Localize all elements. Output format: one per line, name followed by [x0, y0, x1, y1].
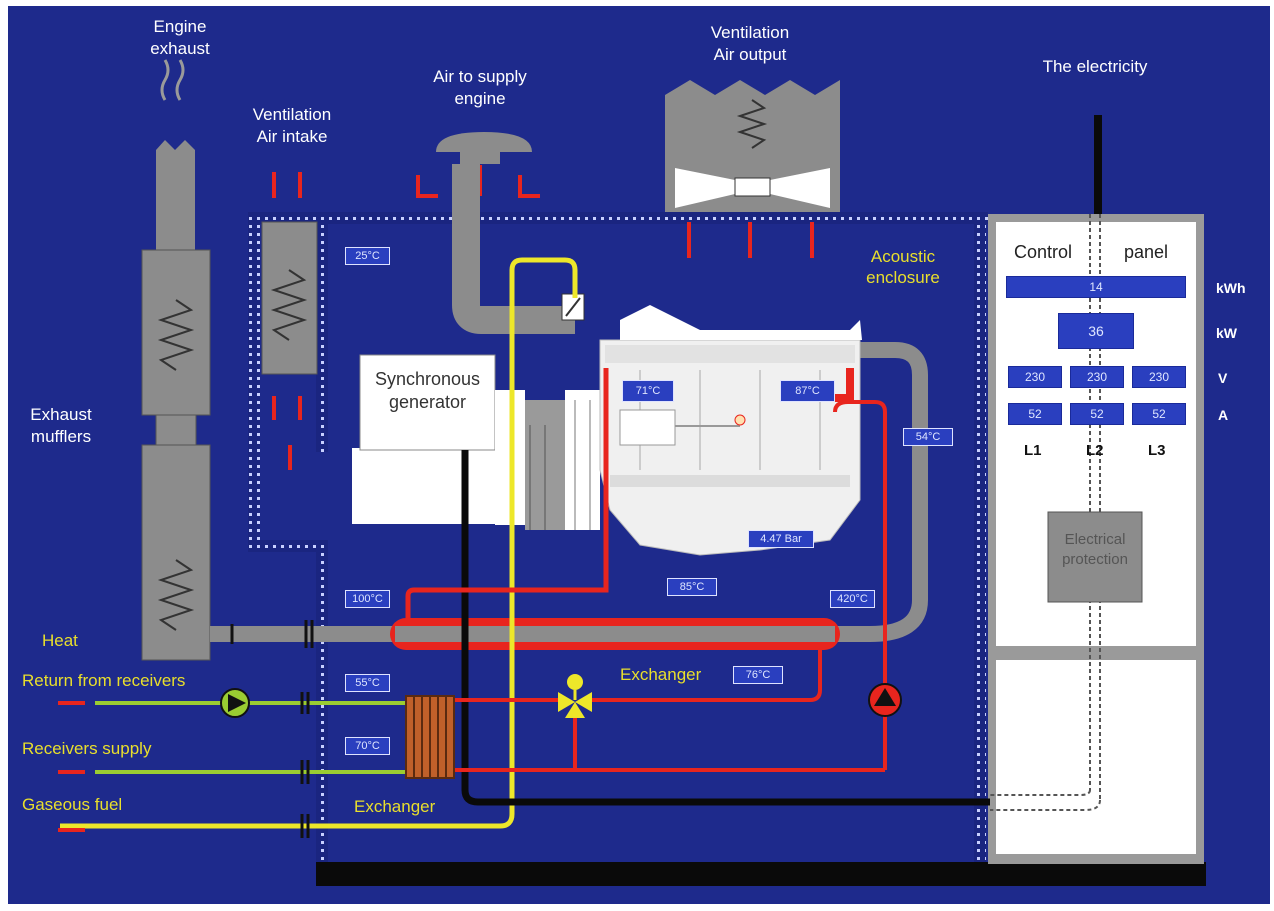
voltage-l2-readout: 230 [1070, 366, 1124, 388]
generator-cable [461, 450, 990, 806]
plate-exchanger [405, 695, 455, 779]
synchronous-generator-label: Synchronous generator [374, 369, 481, 412]
gaseous-fuel-label: Gaseous fuel [22, 795, 123, 814]
electrical-protection-label: Electrical protection [1062, 531, 1128, 568]
synchronous-generator [352, 354, 600, 530]
unit-kw-label: kW [1216, 325, 1237, 341]
engine-air-inlet [416, 132, 585, 334]
unit-kwh-label: kWh [1216, 280, 1246, 296]
main-exchanger [390, 618, 840, 650]
fuel-line [60, 257, 578, 838]
engine-temperature-right-readout: 87°C [780, 380, 835, 402]
electric-cable [990, 115, 1102, 811]
kw-readout: 36 [1058, 313, 1134, 349]
engine-exhaust-label: Engine exhaust [150, 17, 210, 59]
phase-l1-label: L1 [1024, 442, 1042, 459]
exchanger-main-label: Exchanger [620, 665, 702, 684]
right-wall-temperature-readout: 54°C [903, 428, 953, 446]
inside-temperature-readout: 25°C [345, 247, 390, 265]
return-temperature-readout: 55°C [345, 674, 390, 692]
receiver-water-circuit [58, 688, 408, 832]
control-panel-label-left: Control [1014, 242, 1073, 262]
supply-temperature-readout: 70°C [345, 737, 390, 755]
air-intake-filter [261, 172, 318, 470]
voltage-l1-readout: 230 [1008, 366, 1062, 388]
acoustic-enclosure-label: Acoustic enclosure [866, 247, 940, 288]
control-panel-label-right: panel [1124, 242, 1169, 262]
electrical-protection-box [1047, 511, 1143, 603]
current-l3-readout: 52 [1132, 403, 1186, 425]
the-electricity-label: The electricity [1042, 57, 1148, 76]
exhaust-pipe [210, 342, 928, 648]
ventilation-air-output-label: Ventilation Air output [710, 23, 790, 65]
voltage-l3-readout: 230 [1132, 366, 1186, 388]
unit-v-label: V [1218, 370, 1228, 386]
exhaust-mufflers-label: Exhaust mufflers [30, 405, 92, 447]
air-to-supply-engine-label: Air to supply engine [433, 67, 527, 109]
phase-l2-label: L2 [1086, 442, 1104, 459]
engine-block [599, 305, 862, 556]
ventilation-air-intake-label: Ventilation Air intake [252, 105, 332, 147]
exhaust-muffler [141, 59, 211, 661]
phase-l3-label: L3 [1148, 442, 1166, 459]
kwh-readout: 14 [1006, 276, 1186, 298]
circulation-pump [868, 683, 902, 717]
exchanger-temperature-readout: 76°C [733, 666, 783, 684]
receivers-supply-label: Receivers supply [22, 739, 152, 758]
exhaust-inlet-temperature-readout: 100°C [345, 590, 390, 608]
exhaust-outlet-temperature-readout: 420°C [830, 590, 875, 608]
oil-pressure-readout: 4.47 Bar [748, 530, 814, 548]
unit-a-label: A [1218, 407, 1229, 423]
heat-label: Heat [42, 631, 78, 650]
oil-temperature-readout: 85°C [667, 578, 717, 596]
base-bar [316, 862, 1206, 886]
return-from-receivers-label: Return from receivers [22, 671, 186, 690]
acoustic-enclosure [248, 212, 988, 870]
ventilation-fan-unit [665, 80, 840, 258]
current-l2-readout: 52 [1070, 403, 1124, 425]
current-l1-readout: 52 [1008, 403, 1062, 425]
three-way-valve [558, 674, 592, 718]
engine-temperature-left-readout: 71°C [622, 380, 674, 402]
exchanger-small-label: Exchanger [354, 797, 436, 816]
